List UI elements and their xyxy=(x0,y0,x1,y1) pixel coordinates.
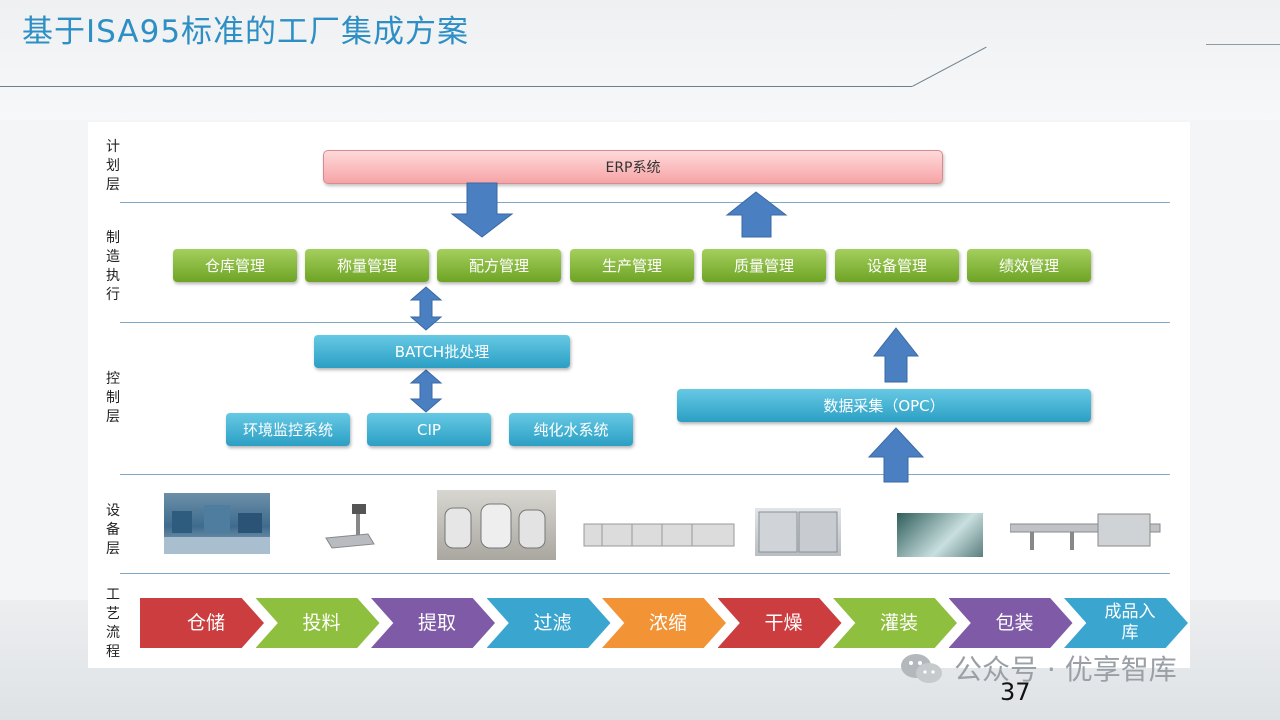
header-background xyxy=(0,0,1280,120)
data-acquisition-box: 数据采集（OPC） xyxy=(677,389,1091,422)
extraction-tanks-photo xyxy=(437,490,556,560)
process-step-label: 提取 xyxy=(417,611,456,634)
mes-module-recipe: 配方管理 xyxy=(437,249,561,282)
process-step-label: 浓缩 xyxy=(648,611,687,634)
wechat-icon xyxy=(901,654,942,683)
mes-module-warehouse: 仓库管理 xyxy=(173,249,297,282)
process-step-label: 仓储 xyxy=(186,611,225,634)
title-underline xyxy=(0,86,912,87)
layer-label-planning: 计划层 xyxy=(106,139,120,193)
layer-separator xyxy=(120,202,1170,203)
layer-label-process: 工艺流程 xyxy=(106,587,120,660)
process-step-label: 投料 xyxy=(302,611,341,634)
weighing-scale-photo xyxy=(324,500,376,552)
title-underline-right xyxy=(1206,44,1280,45)
process-step-label: 灌装 xyxy=(879,611,918,634)
process-step: 仓储 xyxy=(140,598,264,648)
watermark-text: 公众号 · 优享智库 xyxy=(954,653,1177,686)
cip-box: CIP xyxy=(367,413,491,446)
environment-monitoring-box: 环境监控系统 xyxy=(226,413,350,446)
mes-module-equipment: 设备管理 xyxy=(835,249,959,282)
process-step-label: 成品入库 xyxy=(1104,602,1156,643)
warehouse-photo xyxy=(164,493,270,554)
mes-module-weighing: 称量管理 xyxy=(305,249,429,282)
filling-worker-photo xyxy=(897,513,983,557)
mes-module-production: 生产管理 xyxy=(570,249,694,282)
process-step: 过滤 xyxy=(486,598,611,648)
process-step-label: 过滤 xyxy=(533,611,572,634)
process-step-label: 包装 xyxy=(995,611,1034,634)
process-step-label: 干燥 xyxy=(764,611,803,634)
batch-processing-box: BATCH批处理 xyxy=(314,335,570,368)
layer-separator xyxy=(120,322,1170,323)
layer-separator xyxy=(120,573,1170,574)
layer-label-control: 控制层 xyxy=(106,371,120,425)
purified-water-box: 纯化水系统 xyxy=(509,413,633,446)
mes-module-quality: 质量管理 xyxy=(702,249,826,282)
erp-system-box: ERP系统 xyxy=(323,150,943,184)
filter-line-photo xyxy=(582,516,736,554)
layer-label-execution: 制造执行 xyxy=(106,230,120,303)
packaging-machine-photo xyxy=(1010,510,1164,554)
layer-separator xyxy=(120,474,1170,475)
mes-module-performance: 绩效管理 xyxy=(967,249,1091,282)
page-number: 37 xyxy=(1000,678,1031,706)
slide-title: 基于ISA95标准的工厂集成方案 xyxy=(22,14,470,50)
watermark: 公众号 · 优享智库 xyxy=(898,648,1177,688)
dryer-photo xyxy=(755,508,841,556)
layer-label-equipment: 设备层 xyxy=(106,503,120,557)
